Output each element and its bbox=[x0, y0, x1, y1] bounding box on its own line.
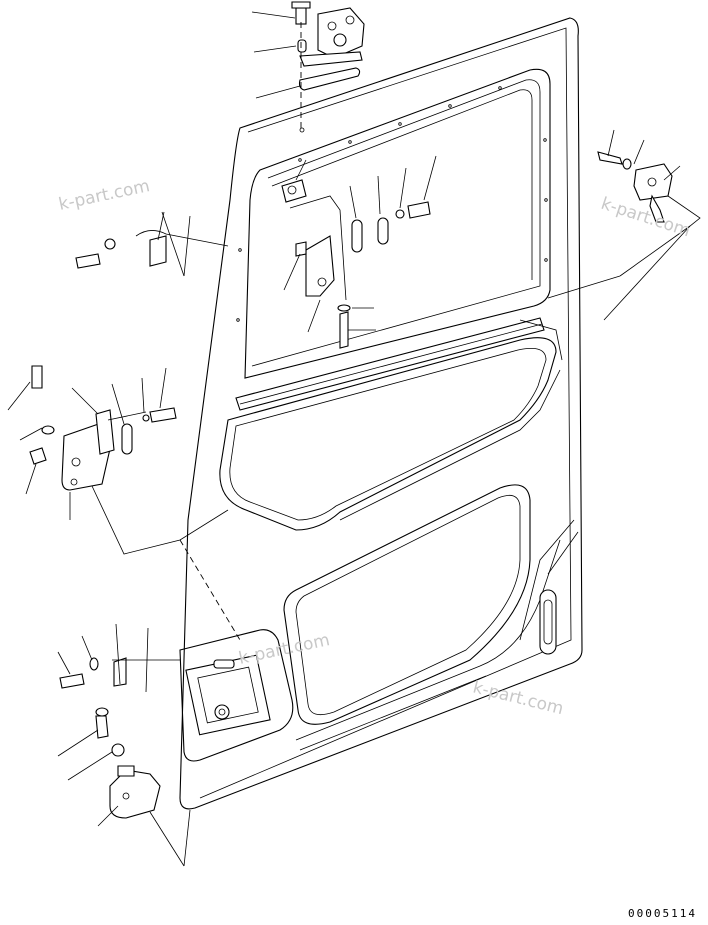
bottom-hinge bbox=[95, 707, 161, 819]
handle-recess bbox=[179, 629, 294, 762]
lower-window-frame bbox=[283, 484, 561, 751]
left-middle-bracket bbox=[29, 365, 177, 491]
watermark-1: k-part.com bbox=[57, 176, 152, 215]
right-hinge bbox=[597, 151, 673, 223]
upper-window-frame bbox=[236, 68, 551, 379]
door-panel bbox=[179, 17, 583, 810]
middle-window-frame bbox=[219, 337, 561, 531]
watermark-2: k-part.com bbox=[598, 194, 692, 242]
top-hinge bbox=[291, 1, 365, 133]
window-latch-parts bbox=[281, 179, 431, 349]
window-rail bbox=[235, 317, 563, 411]
leader-lines bbox=[7, 11, 701, 867]
watermark-3: k-part.com bbox=[237, 630, 332, 669]
left-lower-bracket bbox=[59, 657, 180, 689]
left-upper-bracket bbox=[75, 230, 229, 269]
lock-cylinder bbox=[539, 589, 557, 655]
drawing-code: 00005114 bbox=[628, 907, 697, 920]
